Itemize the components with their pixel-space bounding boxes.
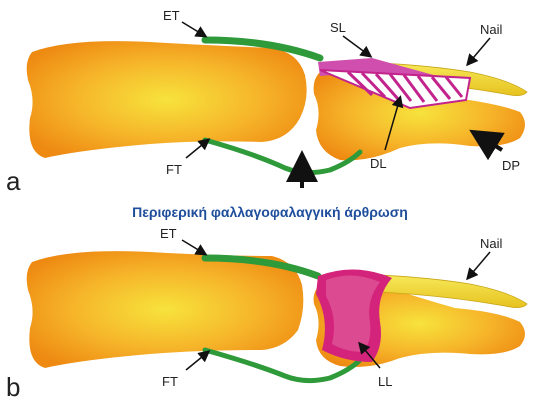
panel-label-b: b [6, 372, 20, 402]
label-et-b: ET [160, 226, 177, 241]
label-sl: SL [330, 20, 346, 35]
middle-phalanx-bone [27, 251, 304, 368]
label-dl: DL [370, 156, 387, 171]
sl-pointer [343, 36, 370, 56]
label-et-a: ET [163, 8, 180, 23]
middle-phalanx-bone [27, 41, 307, 158]
label-nail-b: Nail [480, 236, 503, 251]
label-ft-b: FT [162, 374, 178, 389]
label-dp: DP [502, 158, 520, 173]
panel-b: ET FT Nail LL b [6, 226, 527, 402]
panel-label-a: a [6, 166, 21, 196]
ft-pointer [186, 140, 208, 158]
label-ll: LL [378, 374, 392, 389]
nail-pointer [468, 252, 490, 278]
et-pointer [182, 240, 205, 254]
et-pointer [182, 22, 205, 36]
nail-pointer [468, 38, 490, 64]
panel-a: ET FT SL Nail DL DP a [6, 8, 527, 196]
label-nail-a: Nail [480, 22, 503, 37]
joint-caption: Περιφερική φαλλαγοφαλαγγική άρθρωση [132, 204, 408, 220]
ft-pointer [186, 352, 208, 370]
label-ft-a: FT [166, 162, 182, 177]
